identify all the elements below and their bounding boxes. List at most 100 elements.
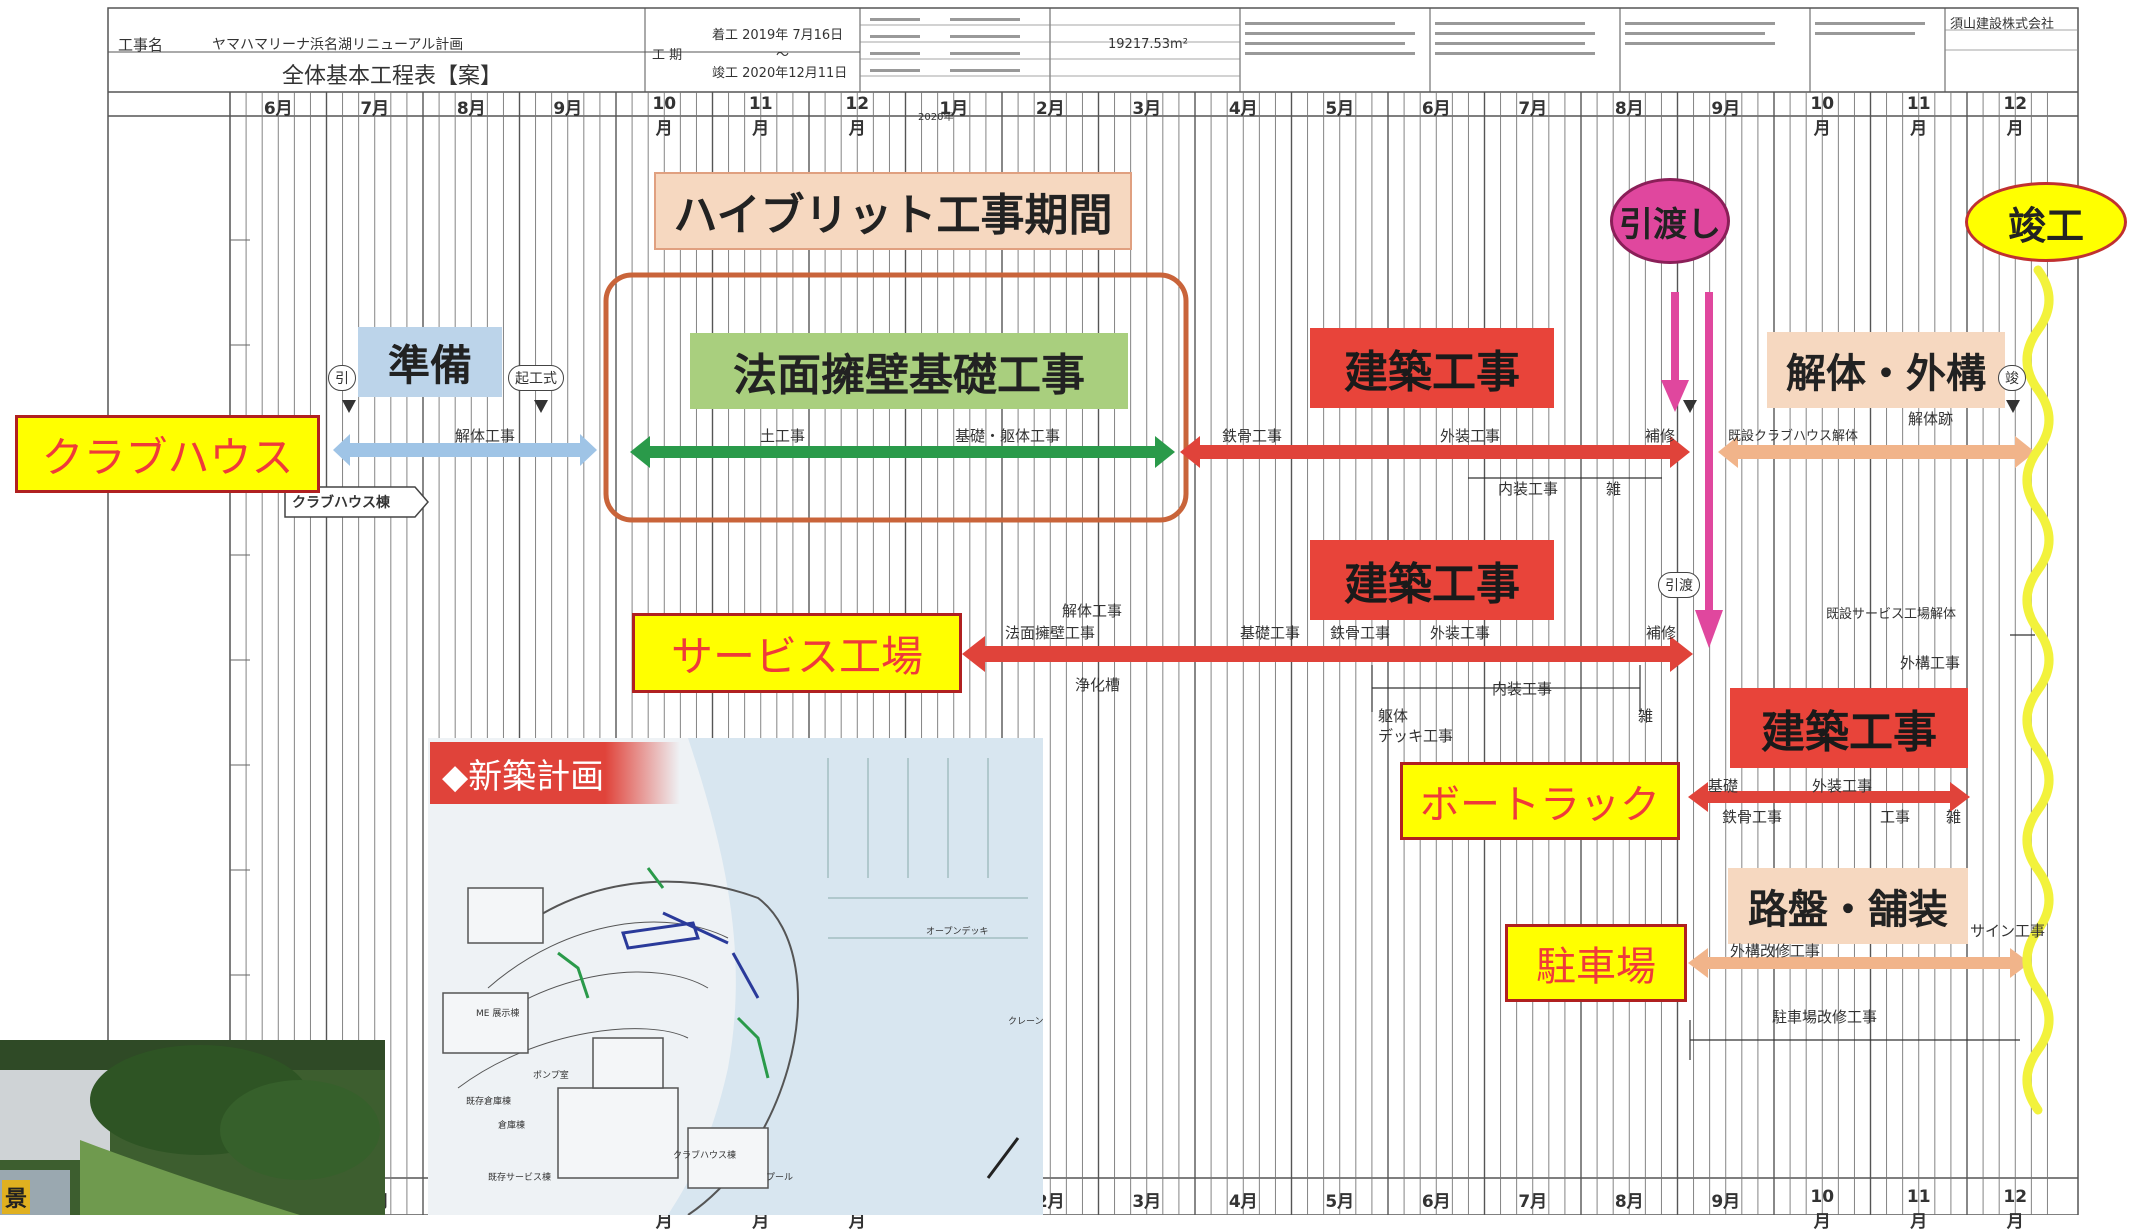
service-item-slope: 法面擁壁工事	[1005, 624, 1096, 642]
inset-label-storage: 倉庫棟	[498, 1121, 526, 1131]
boat-item-foundation: 基礎	[1708, 777, 1739, 795]
inset-label-me: ME 展示棟	[476, 1009, 520, 1019]
year-mark: 2020年	[918, 112, 954, 123]
handover-milestone: 引渡し	[1610, 178, 1730, 264]
inset-label-service: 既存サービス棟	[488, 1173, 552, 1183]
hybrid-period-label: ハイブリット工事期間	[654, 172, 1132, 250]
service-item-interior: 内装工事	[1492, 680, 1553, 698]
tag-complete: 竣	[1998, 365, 2026, 391]
inset-label-clubhouse: クラブハウス棟	[673, 1151, 737, 1161]
project-name: ヤマハマリーナ浜名湖リニューアル計画	[212, 37, 464, 53]
aerial-photo: 景	[0, 1040, 385, 1215]
clubhouse-item-repair: 補修	[1645, 427, 1676, 445]
clubhouse-item-interior: 内装工事	[1498, 480, 1559, 498]
tag-ceremony-a: 引	[328, 365, 356, 391]
site-plan-drawing	[428, 738, 1043, 1215]
clubhouse-building-tag: クラブハウス棟	[292, 495, 390, 511]
boat-item-work: 工事	[1880, 808, 1911, 826]
start-date: 着工 2019年 7月16日	[712, 28, 844, 43]
month-top-3: 9月	[553, 99, 583, 119]
month-bottom-18: 12月	[2003, 1187, 2028, 1232]
boat-item-exterior: 外装工事	[1812, 777, 1873, 795]
clubhouse-item-exterior: 外装工事	[1440, 427, 1501, 445]
chart-title: 全体基本工程表【案】	[282, 64, 503, 89]
clubhouse-item-demolition: 解体工事	[455, 427, 516, 445]
boat-item-misc: 雑	[1946, 808, 1962, 826]
month-bottom-14: 8月	[1614, 1192, 1644, 1212]
site-area: 19217.53m²	[1108, 37, 1188, 52]
month-bottom-9: 3月	[1132, 1192, 1162, 1212]
parking-item-external: 外構改修工事	[1730, 942, 1821, 960]
month-top-1: 7月	[360, 99, 390, 119]
service-item-demolition: 解体工事	[1062, 602, 1123, 620]
service-item-old-demolition: 既設サービス工場解体	[1826, 607, 1957, 622]
inset-label-pool: プール	[766, 1173, 794, 1183]
boat-item-steel: 鉄骨工事	[1722, 808, 1783, 826]
foundation-label: 法面擁壁基礎工事	[690, 333, 1128, 409]
clubhouse-item-misc: 雑	[1606, 480, 1622, 498]
clubhouse-item-frame: 基礎・躯体工事	[955, 427, 1061, 445]
completion-milestone: 竣工	[1965, 182, 2127, 262]
month-bottom-15: 9月	[1711, 1192, 1741, 1212]
month-top-5: 11月	[748, 94, 773, 139]
clubhouse-label: クラブハウス	[15, 415, 320, 493]
month-top-16: 10月	[1810, 94, 1835, 139]
month-top-13: 7月	[1518, 99, 1548, 119]
service-item-repair: 補修	[1646, 624, 1677, 642]
service-factory-label: サービス工場	[632, 613, 962, 693]
month-top-0: 6月	[263, 99, 293, 119]
period-sep: 〜	[776, 48, 790, 63]
month-top-6: 12月	[845, 94, 870, 139]
month-bottom-8: 2月	[1035, 1192, 1065, 1212]
month-top-2: 8月	[456, 99, 486, 119]
month-bottom-13: 7月	[1518, 1192, 1548, 1212]
inset-label-deck: オープンデッキ	[926, 927, 989, 937]
month-bottom-10: 4月	[1228, 1192, 1258, 1212]
clubhouse-item-after: 解体跡	[1908, 410, 1954, 428]
month-top-4: 10月	[652, 94, 677, 139]
month-bottom-12: 6月	[1421, 1192, 1451, 1212]
month-top-9: 3月	[1132, 99, 1162, 119]
month-bottom-16: 10月	[1810, 1187, 1835, 1232]
month-top-11: 5月	[1325, 99, 1355, 119]
inset-title: ◆新築計画	[430, 742, 680, 804]
month-top-15: 9月	[1711, 99, 1741, 119]
clubhouse-item-steel: 鉄骨工事	[1222, 427, 1283, 445]
month-bottom-17: 11月	[1906, 1187, 1931, 1232]
parking-item-renovation: 駐車場改修工事	[1772, 1008, 1878, 1026]
company-name: 須山建設株式会社	[1950, 17, 2055, 32]
service-item-frame: 躯体	[1378, 707, 1409, 725]
tag-handover: 引渡	[1658, 572, 1700, 598]
demolition-label: 解体・外構	[1767, 332, 2005, 408]
boat-rack-label: ボートラック	[1400, 762, 1680, 840]
end-date: 竣工 2020年12月11日	[712, 66, 848, 81]
site-plan-inset: ◆新築計画 オープンデッキ クレーン ME 展示棟 ポンプ室 既存倉庫棟 倉庫棟…	[428, 738, 1043, 1215]
month-top-10: 4月	[1228, 99, 1258, 119]
inset-label-crane: クレーン	[1008, 1017, 1043, 1027]
service-item-deck: デッキ工事	[1378, 727, 1454, 745]
project-label: 工事名	[118, 36, 164, 54]
month-top-14: 8月	[1614, 99, 1644, 119]
month-top-7: 1月	[939, 99, 969, 119]
service-item-steel: 鉄骨工事	[1330, 624, 1391, 642]
parking-label: 駐車場	[1505, 924, 1687, 1002]
month-top-17: 11月	[1906, 94, 1931, 139]
month-top-18: 12月	[2003, 94, 2028, 139]
service-item-septic: 浄化槽	[1075, 676, 1121, 694]
parking-item-sign: サイン工事	[1970, 922, 2046, 940]
period-label: 工 期	[652, 48, 683, 63]
service-item-external: 外構工事	[1900, 654, 1961, 672]
paving-label: 路盤・舗装	[1728, 868, 1968, 944]
service-item-exterior: 外装工事	[1430, 624, 1491, 642]
month-top-8: 2月	[1035, 99, 1065, 119]
prep-label: 準備	[358, 327, 502, 397]
photo-label: 景	[2, 1180, 30, 1214]
inset-label-pump: ポンプ室	[533, 1071, 569, 1081]
inset-label-storage-old: 既存倉庫棟	[466, 1097, 512, 1107]
month-top-12: 6月	[1421, 99, 1451, 119]
clubhouse-item-earthwork: 土工事	[760, 427, 806, 445]
clubhouse-item-old-demolition: 既設クラブハウス解体	[1728, 429, 1859, 444]
service-building-label: 建築工事	[1310, 540, 1554, 620]
tag-ceremony: 起工式	[508, 365, 564, 391]
boat-rack-building-label: 建築工事	[1730, 688, 1968, 768]
